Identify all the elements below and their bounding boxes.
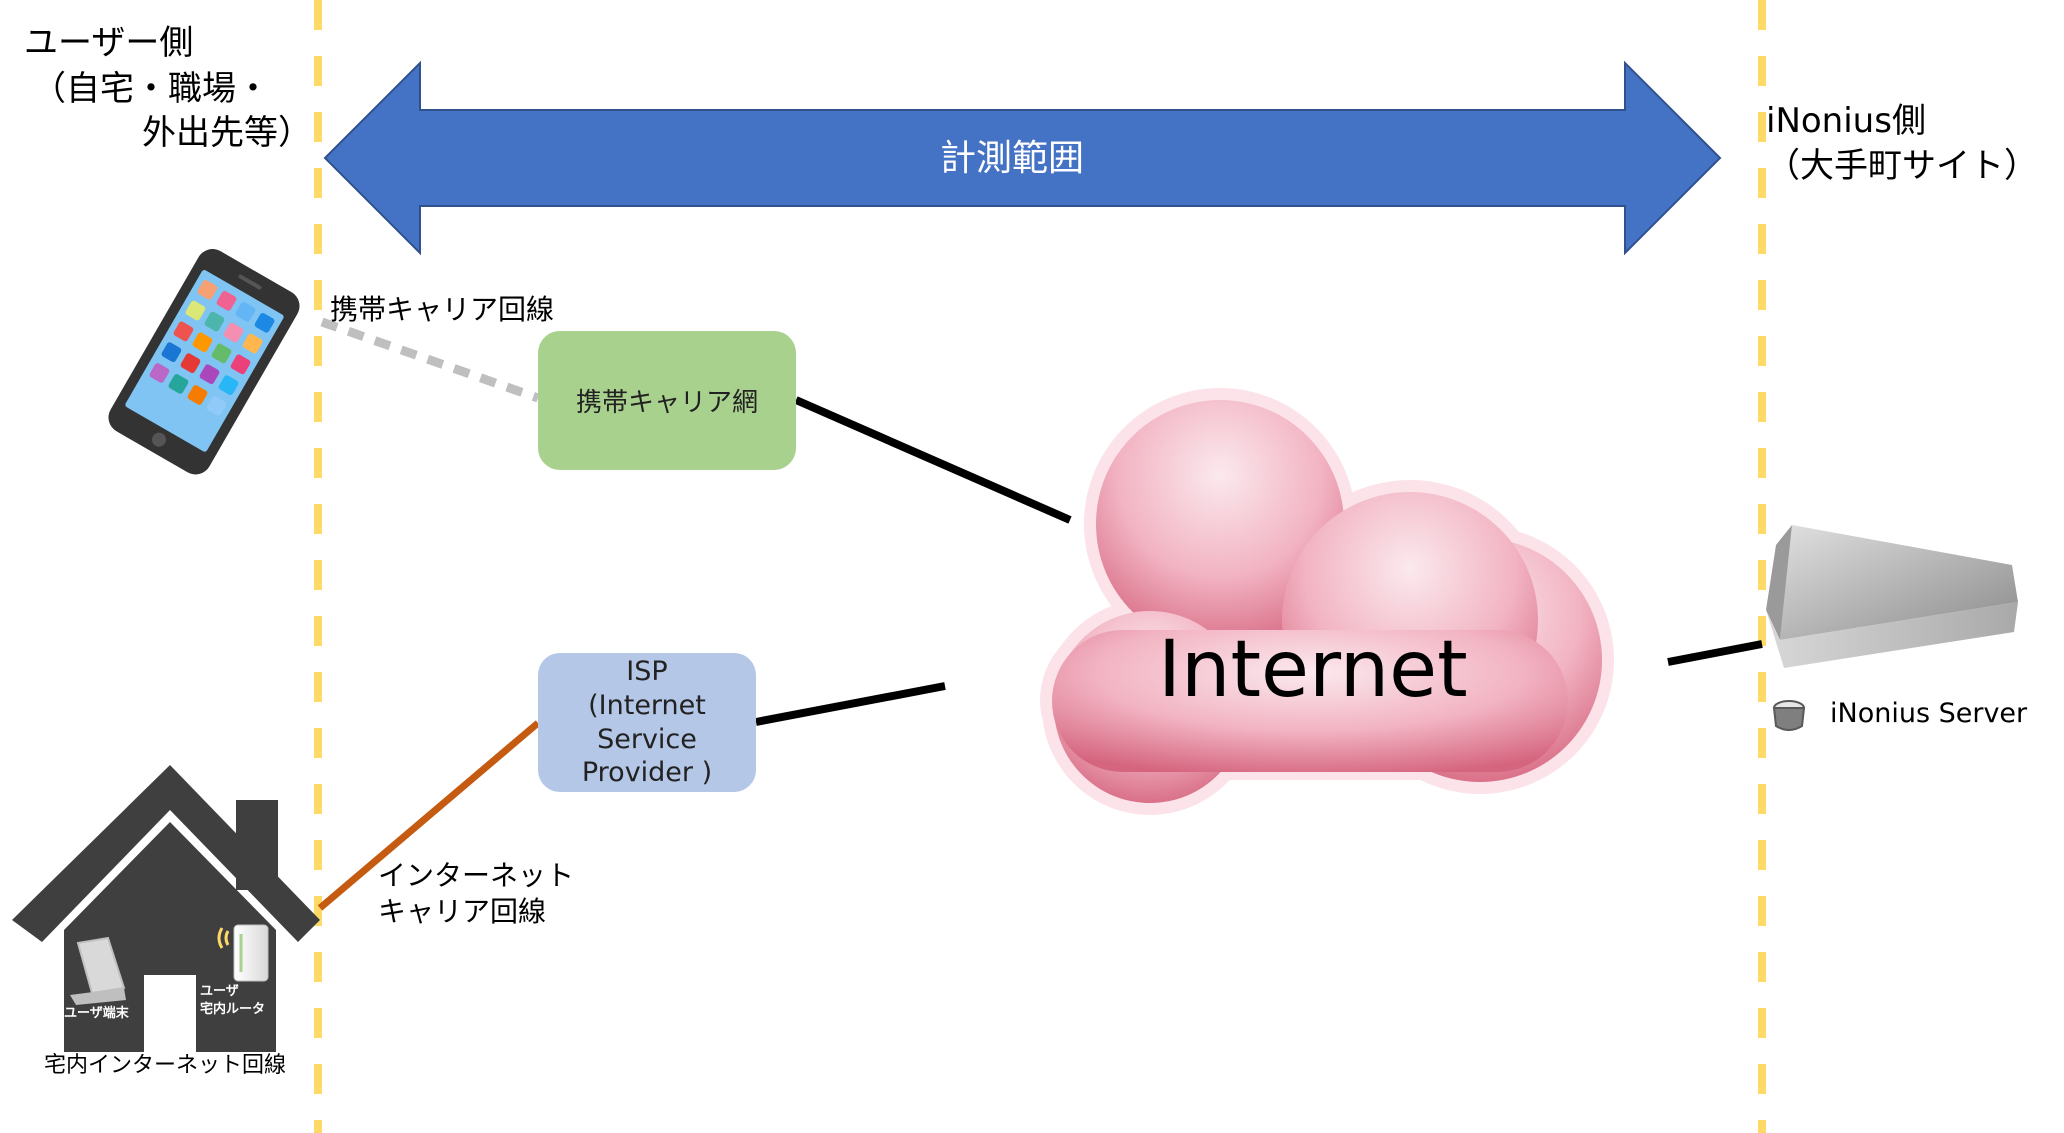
router-label-1: ユーザ [200,984,239,999]
router-label-2: 宅内ルータ [200,1002,266,1017]
isp-link [755,682,946,726]
mobile-network-box: 携帯キャリア網 [538,331,796,470]
internet-line-label-1: インターネット [378,859,575,892]
isp-line-4: Provider ) [581,757,713,789]
isp-box: ISP (Internet Service Provider ) [538,653,756,792]
measurement-range-arrow [323,60,1722,256]
mobile-network-link [794,396,1072,524]
mobile-network-label: 携帯キャリア網 [575,388,758,418]
server-icon [1766,525,2018,731]
isp-line-3: Service [597,723,697,755]
server-side-subtitle: （大手町サイト） [1766,146,2038,186]
mobile-carrier-line [320,317,540,403]
internet-cloud [1040,388,1614,815]
internet-carrier-line [317,720,541,911]
mobile-line-label: 携帯キャリア回線 [330,293,555,326]
isp-line-2: (Internet [588,689,706,721]
internet-label: Internet [1158,625,1468,715]
smartphone-icon [108,249,300,475]
user-side-title: ユーザー側 [24,23,194,63]
internet-line-label-2: キャリア回線 [378,895,547,928]
server-side-title: iNonius側 [1766,101,1926,141]
user-side-subtitle-2: 外出先等） [142,113,312,153]
house-icon [12,765,320,1052]
house-caption: 宅内インターネット回線 [44,1053,287,1078]
server-link [1667,640,1763,666]
measurement-range-label: 計測範囲 [940,138,1085,179]
user-device-label: ユーザ端末 [64,1006,129,1021]
isp-line-1: ISP [626,656,668,687]
server-label: iNonius Server [1830,698,2028,729]
user-side-subtitle-1: （自宅・職場・ [32,69,270,109]
